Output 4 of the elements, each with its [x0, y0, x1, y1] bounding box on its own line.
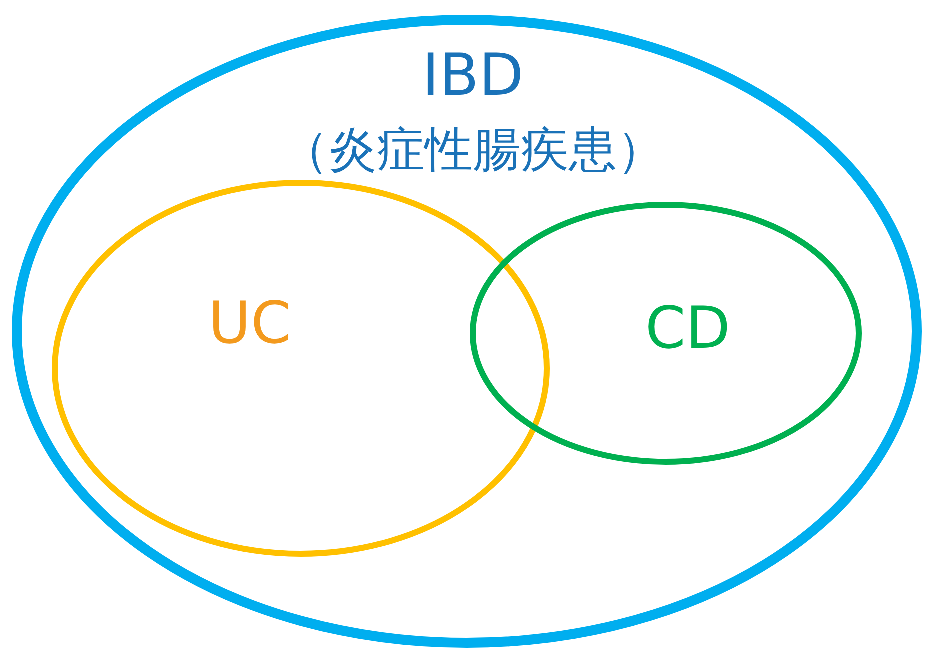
- set-label: IBD: [422, 46, 524, 104]
- set-subtitle: （炎症性腸疾患）: [281, 126, 665, 174]
- set-label: UC: [208, 294, 292, 352]
- set-label: CD: [645, 299, 731, 357]
